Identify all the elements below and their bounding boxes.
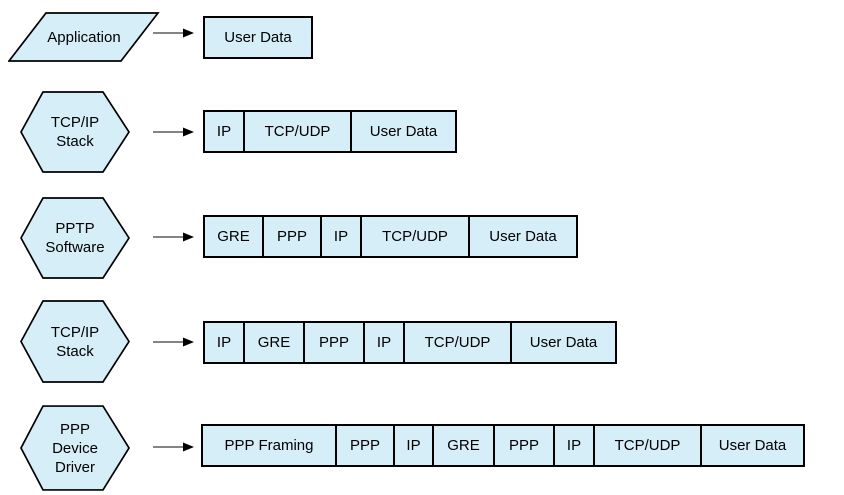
packet-cell-gre: GRE (432, 424, 493, 467)
packet-cell-ip: IP (203, 321, 243, 364)
arrow-icon (153, 442, 194, 452)
stage-label-application: Application (47, 28, 121, 46)
hexagon-shape (20, 405, 130, 491)
arrow-icon (153, 127, 194, 137)
packet-cell-ip: IP (393, 424, 432, 467)
packet-cell-ip: IP (203, 110, 243, 153)
hexagon-shape (20, 300, 130, 383)
hexagon-shape (20, 197, 130, 279)
packet-cell-user-data: User Data (510, 321, 617, 364)
packet-cell-tcp-udp: TCP/UDP (360, 215, 468, 258)
packet-cell-tcp-udp: TCP/UDP (593, 424, 700, 467)
packet-strip: User Data (203, 16, 313, 59)
packet-cell-user-data: User Data (203, 16, 313, 59)
parallelogram-shape (8, 12, 160, 62)
packet-cell-ip: IP (553, 424, 593, 467)
packet-cell-gre: GRE (203, 215, 262, 258)
packet-cell-ppp-framing: PPP Framing (201, 424, 335, 467)
stage-label-tcpip-stack: TCP/IP Stack (50, 323, 100, 360)
packet-cell-ip: IP (320, 215, 360, 258)
stage-label-pptp-software: PPTP Software (45, 220, 105, 256)
arrow-icon (153, 28, 194, 38)
arrow-icon (153, 232, 194, 242)
packet-cell-user-data: User Data (700, 424, 805, 467)
packet-cell-tcp-udp: TCP/UDP (403, 321, 510, 364)
packet-cell-ppp: PPP (303, 321, 363, 364)
hexagon-shape (20, 91, 130, 173)
stage-label-tcpip-stack: TCP/IP Stack (50, 114, 100, 150)
arrow-icon (153, 337, 194, 347)
packet-cell-user-data: User Data (468, 215, 578, 258)
packet-cell-gre: GRE (243, 321, 303, 364)
stage-label-ppp-device-driver: PPP Device Driver (52, 420, 98, 476)
packet-cell-user-data: User Data (350, 110, 457, 153)
packet-cell-ppp: PPP (493, 424, 553, 467)
packet-cell-ppp: PPP (262, 215, 320, 258)
packet-cell-tcp-udp: TCP/UDP (243, 110, 350, 153)
packet-cell-ip: IP (363, 321, 403, 364)
packet-cell-ppp: PPP (335, 424, 393, 467)
